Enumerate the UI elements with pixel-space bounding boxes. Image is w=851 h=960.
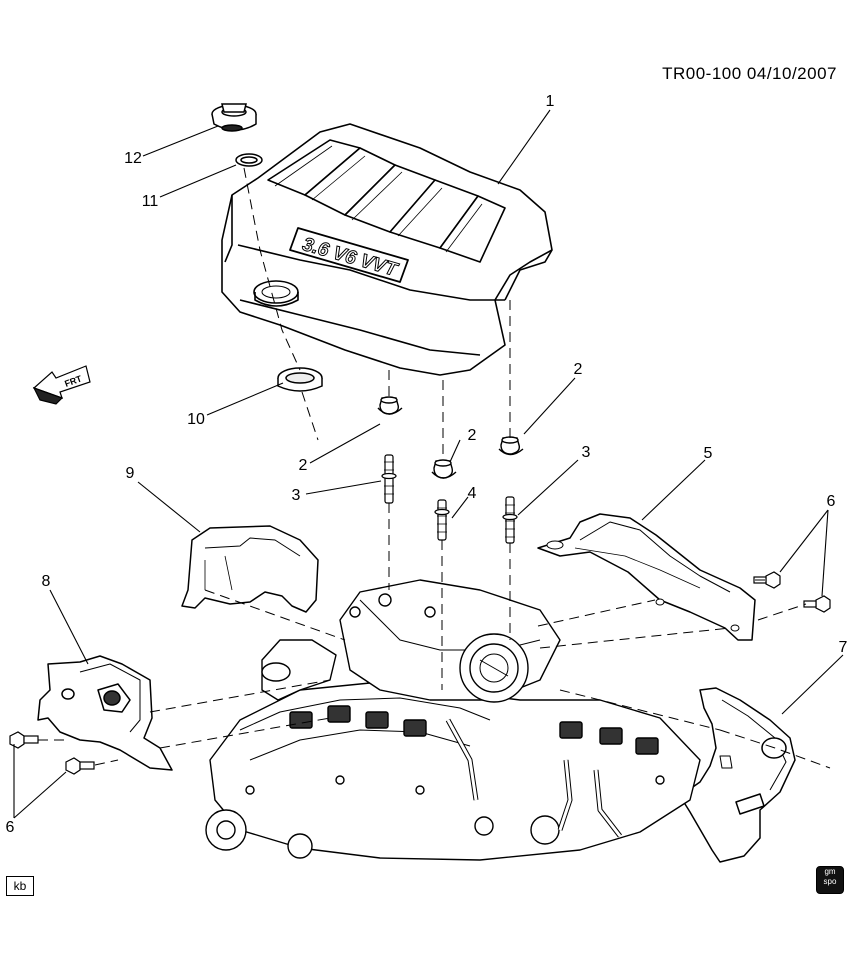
o-ring bbox=[235, 153, 263, 167]
oil-fill-cap bbox=[211, 103, 257, 132]
leader-lines bbox=[13, 109, 844, 819]
callout-11: 11 bbox=[142, 193, 159, 210]
diagram-reference: TR00-100 04/10/2007 bbox=[662, 64, 837, 83]
seal bbox=[277, 367, 323, 392]
engine-cover bbox=[221, 123, 553, 376]
callout-numbers: 1 2 2 2 3 3 4 5 6 6 7 8 9 10 11 12 bbox=[6, 93, 848, 836]
stud bbox=[502, 496, 518, 544]
heat-shield-rear bbox=[679, 687, 796, 863]
bolt bbox=[65, 757, 95, 775]
grommet bbox=[498, 436, 524, 456]
callout-1: 1 bbox=[546, 93, 555, 110]
front-direction-arrow-icon bbox=[32, 365, 91, 405]
callout-5: 5 bbox=[704, 445, 713, 462]
engine-assembly bbox=[205, 579, 701, 861]
callout-6: 6 bbox=[6, 819, 15, 836]
callout-8: 8 bbox=[42, 573, 51, 590]
callout-7: 7 bbox=[839, 639, 848, 656]
callout-3: 3 bbox=[582, 444, 591, 461]
callout-2: 2 bbox=[574, 361, 583, 378]
illustrator-tag: kb bbox=[6, 876, 34, 896]
stud bbox=[381, 454, 397, 504]
logo-line-2: spo bbox=[823, 877, 837, 886]
logo-line-1: gm bbox=[824, 867, 836, 876]
callout-12: 12 bbox=[124, 150, 142, 167]
heat-shield-left bbox=[37, 655, 173, 771]
callout-2: 2 bbox=[468, 427, 477, 444]
assembly-lines bbox=[38, 167, 831, 769]
grommet bbox=[377, 396, 403, 415]
grommet bbox=[431, 459, 457, 479]
callout-10: 10 bbox=[187, 411, 205, 428]
gm-spo-logo-icon: gm spo bbox=[816, 866, 844, 894]
callout-6: 6 bbox=[827, 493, 836, 510]
callout-2: 2 bbox=[299, 457, 308, 474]
callout-4: 4 bbox=[468, 485, 477, 502]
heat-shield-right bbox=[537, 513, 756, 641]
stud bbox=[434, 499, 450, 541]
callout-3: 3 bbox=[292, 487, 301, 504]
callout-9: 9 bbox=[126, 465, 135, 482]
bolt bbox=[803, 595, 831, 613]
heat-shield-upper-left bbox=[181, 525, 319, 613]
